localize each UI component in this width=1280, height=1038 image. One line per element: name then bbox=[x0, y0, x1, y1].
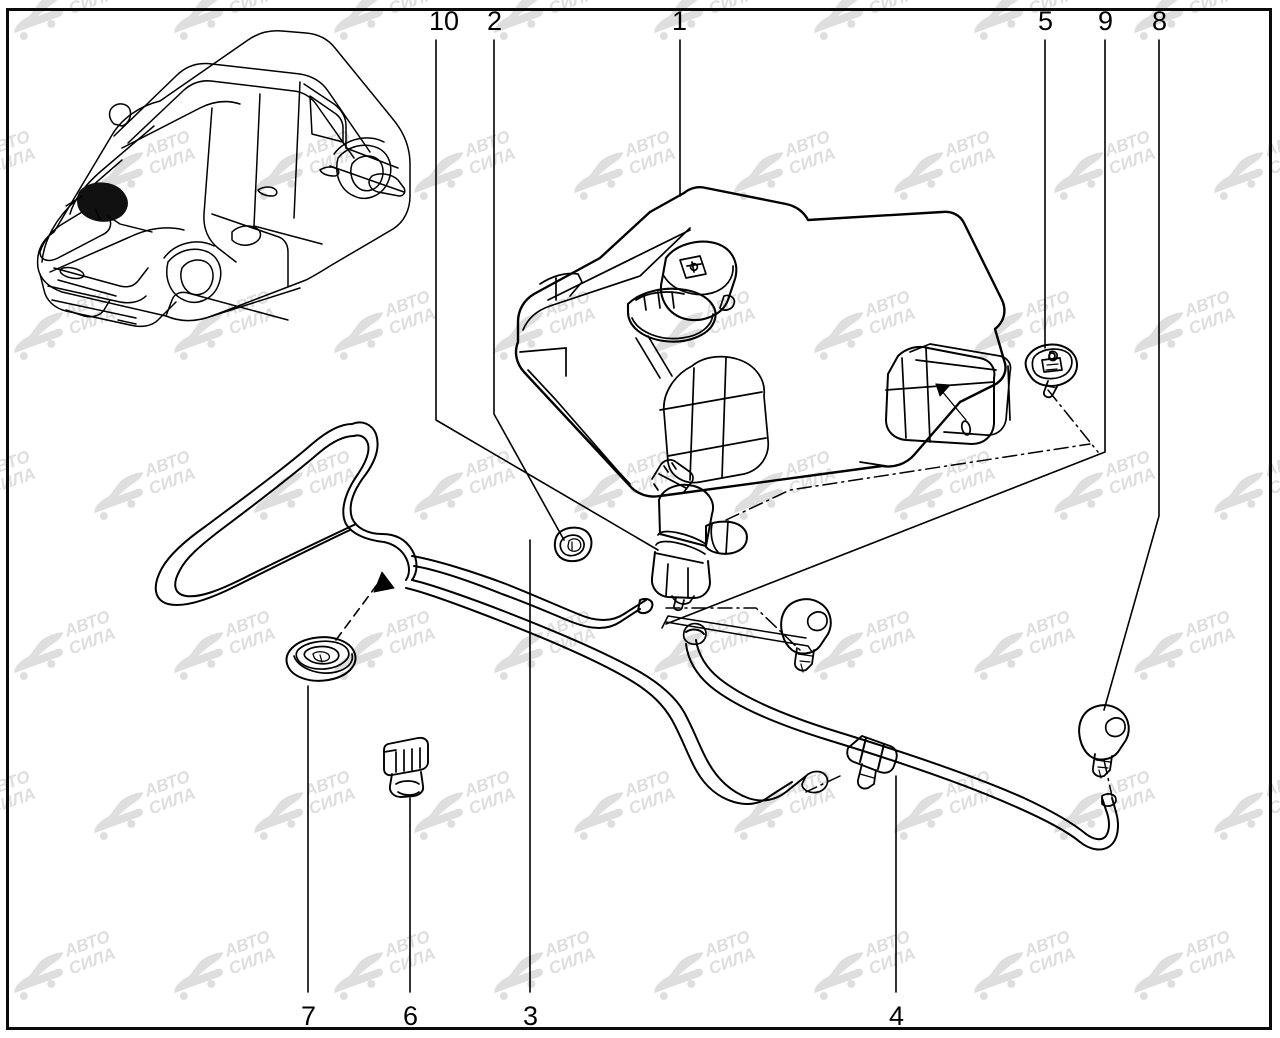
callout-8[interactable]: 8 bbox=[1152, 6, 1168, 36]
washer-spray-nozzle-right bbox=[1078, 704, 1130, 779]
callout-4[interactable]: 4 bbox=[889, 1001, 905, 1031]
callout-1[interactable]: 1 bbox=[672, 6, 688, 36]
washer-hose-assembly bbox=[154, 421, 1119, 851]
pump-sealing-grommet bbox=[553, 526, 593, 563]
callout-3[interactable]: 3 bbox=[523, 1001, 539, 1031]
callout-6[interactable]: 6 bbox=[403, 1001, 419, 1031]
callout-5[interactable]: 5 bbox=[1038, 6, 1054, 36]
callout-9[interactable]: 9 bbox=[1098, 6, 1114, 36]
callout-10[interactable]: 10 bbox=[429, 6, 460, 36]
washer-reservoir-tank bbox=[514, 186, 1012, 498]
grommet-install-arrow bbox=[335, 577, 383, 641]
mounting-screw bbox=[1024, 343, 1078, 399]
hose-bulkhead-grommet bbox=[285, 636, 357, 682]
hose-retaining-clip bbox=[383, 736, 429, 798]
vehicle-illustration bbox=[36, 30, 411, 328]
callout-7[interactable]: 7 bbox=[301, 1001, 317, 1031]
washer-fluid-pump bbox=[650, 459, 748, 612]
callout-2[interactable]: 2 bbox=[487, 6, 503, 36]
phantom-leader-lines bbox=[665, 389, 1113, 797]
